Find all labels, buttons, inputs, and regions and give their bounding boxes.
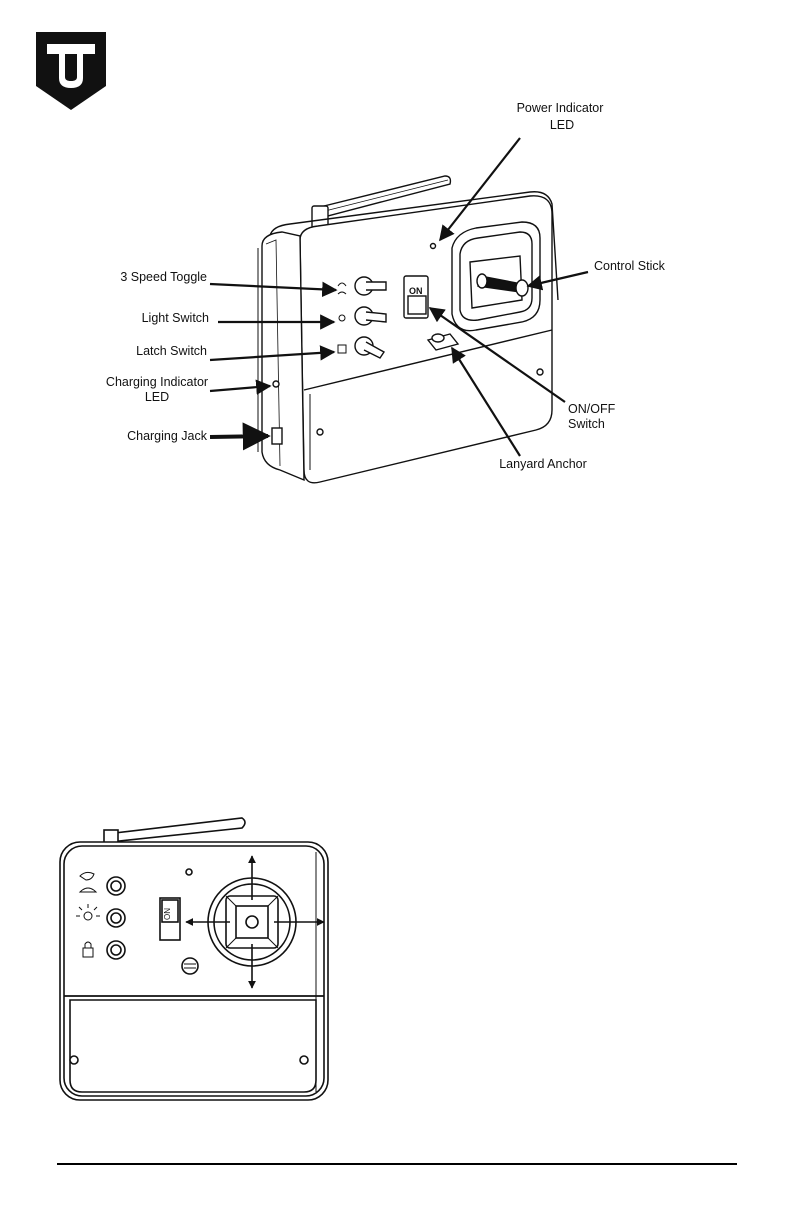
label-onoff: ON/OFF [568, 402, 616, 416]
label-light-switch: Light Switch [142, 311, 209, 325]
label-power-indicator-led: LED [550, 118, 574, 132]
transmitter-iso [258, 176, 558, 483]
iso-switch-on-text: ON [409, 286, 423, 296]
front-switch-on-text: ON [163, 908, 172, 920]
label-charging-jack: Charging Jack [127, 429, 208, 443]
footer-rule [57, 1163, 737, 1165]
label-charging-indicator-led: LED [145, 390, 169, 404]
transmitter-front [60, 818, 328, 1100]
label-charging-indicator: Charging Indicator [106, 375, 208, 389]
label-3-speed-toggle: 3 Speed Toggle [120, 270, 207, 284]
label-latch-switch: Latch Switch [136, 344, 207, 358]
label-power-indicator: Power Indicator [517, 101, 604, 115]
label-onoff-switch: Switch [568, 417, 605, 431]
label-lanyard-anchor: Lanyard Anchor [499, 457, 587, 471]
label-control-stick: Control Stick [594, 259, 666, 273]
